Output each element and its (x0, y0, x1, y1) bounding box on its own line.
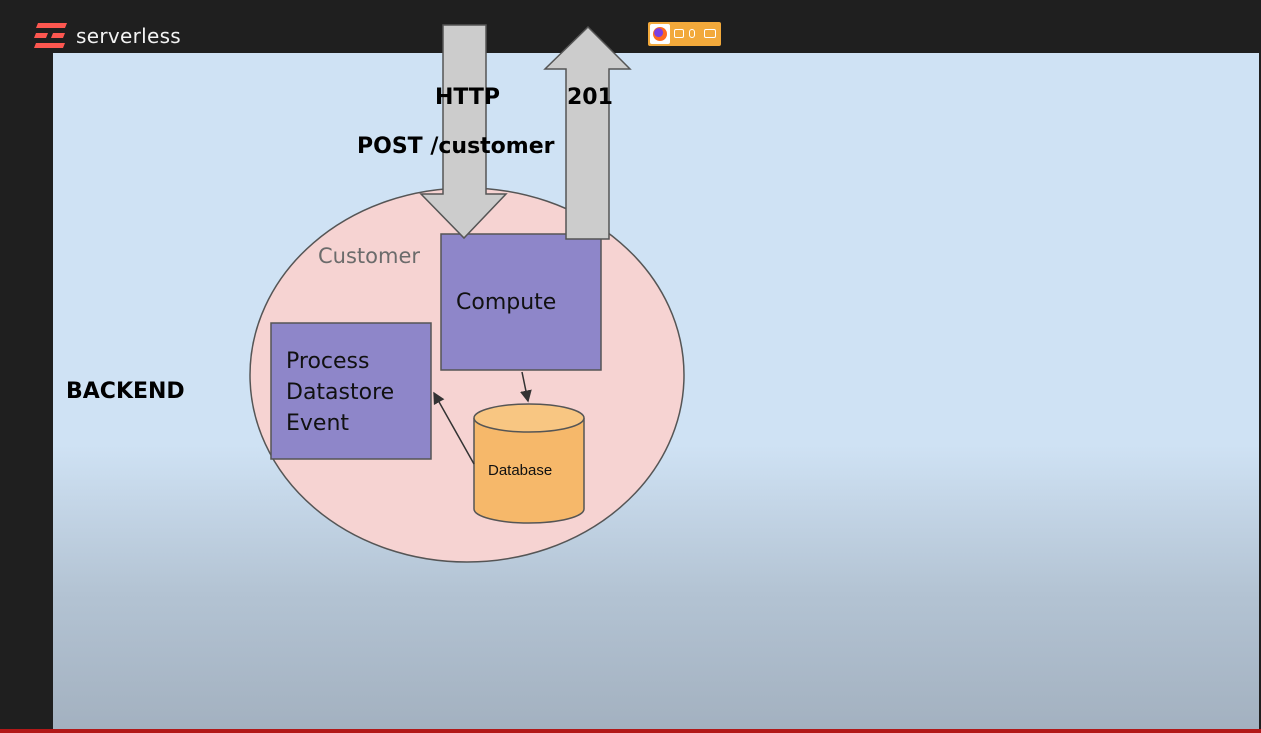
http-label: HTTP (435, 85, 501, 110)
process-label-line: Datastore (286, 380, 395, 405)
backend-label: BACKEND (66, 379, 185, 404)
compute-box (440, 233, 602, 371)
request-arrow-down (419, 24, 508, 240)
compute-to-database-arrow (519, 371, 532, 403)
response-code-label: 201 (567, 85, 613, 110)
bottom-accent-line (0, 729, 1261, 733)
serverless-logo-icon (34, 23, 67, 48)
process-label-line: Event (286, 411, 350, 436)
response-arrow-up (543, 25, 632, 240)
screen-icon (704, 29, 716, 38)
process-datastore-event-box (270, 322, 432, 460)
camera-icon (674, 29, 684, 38)
firefox-icon (650, 24, 670, 44)
database-cylinder (473, 403, 585, 524)
screen-share-indicator[interactable] (648, 22, 721, 46)
process-label-line: Process (286, 349, 370, 374)
compute-label: Compute (456, 290, 557, 315)
microphone-icon (689, 29, 695, 38)
post-endpoint-label: POST /customer (357, 134, 555, 159)
database-to-process-arrow (433, 391, 475, 465)
brand-name: serverless (76, 24, 182, 48)
process-datastore-event-label: Process Datastore Event (286, 346, 394, 439)
database-label: Database (488, 462, 553, 479)
customer-label: Customer (318, 244, 421, 268)
top-bar: serverless (0, 0, 1261, 54)
